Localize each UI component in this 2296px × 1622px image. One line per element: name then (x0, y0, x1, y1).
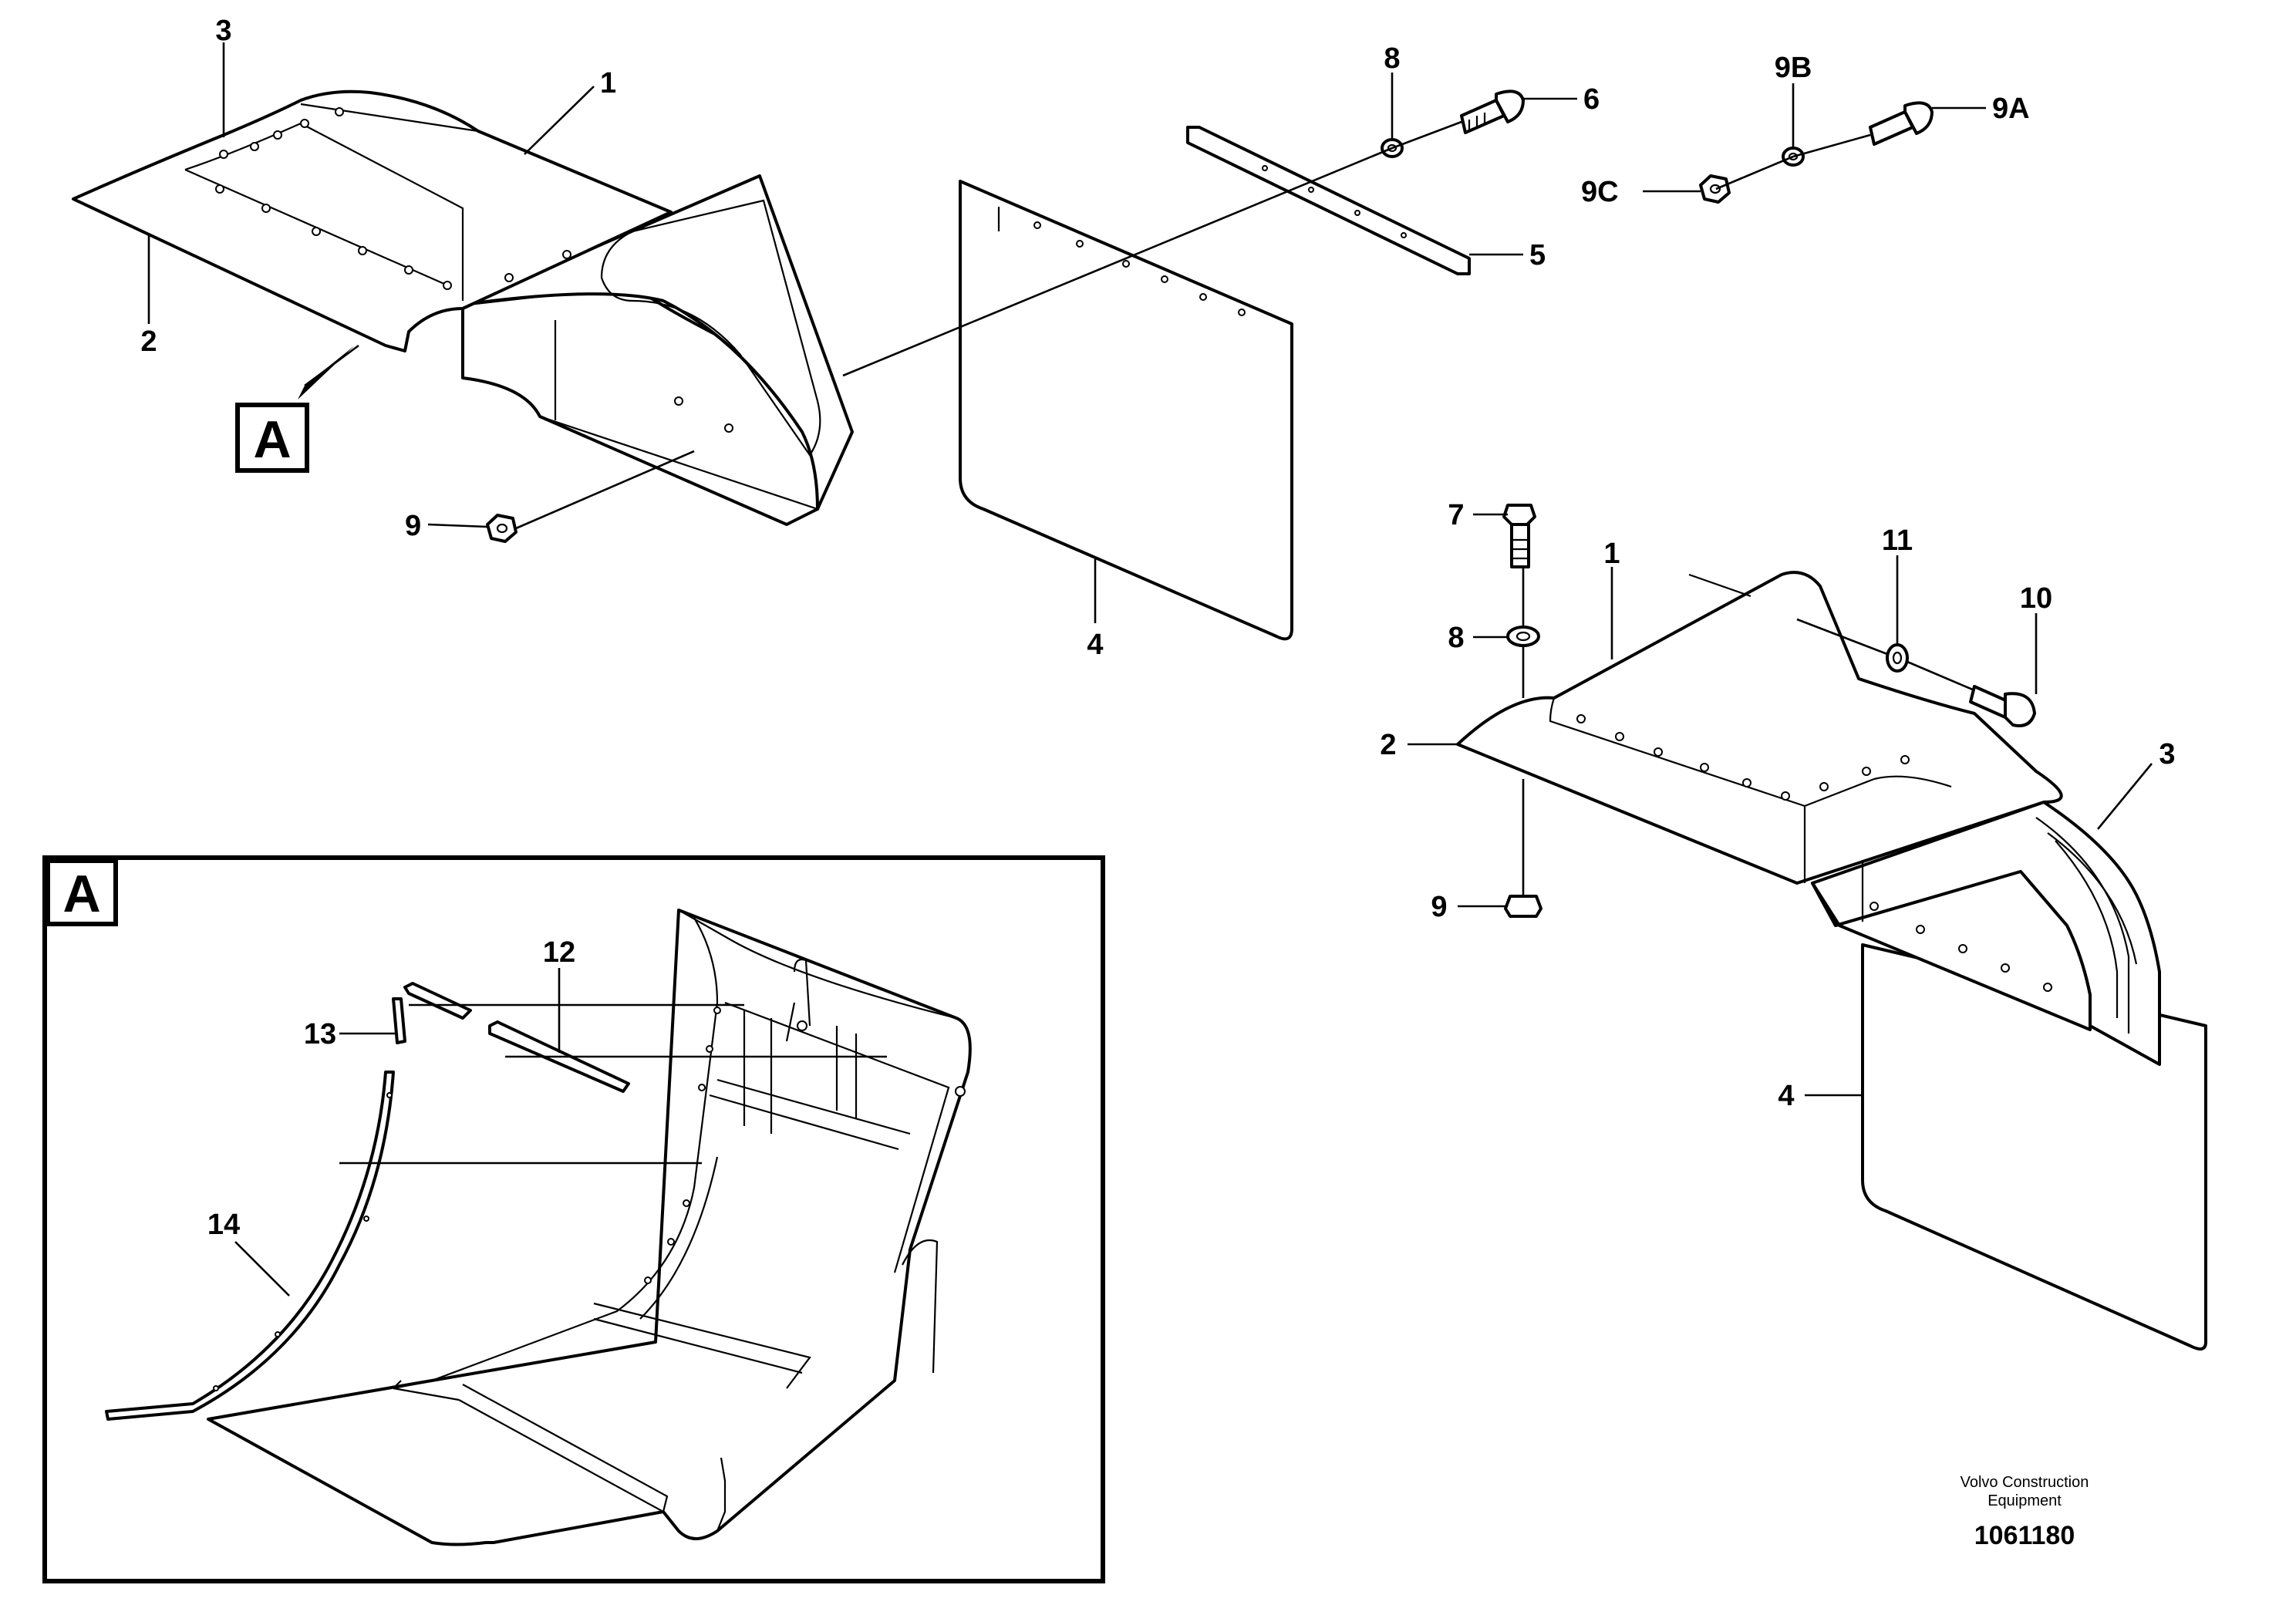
nut-9-left (486, 514, 518, 543)
brand-line-2: Equipment (1988, 1492, 2062, 1509)
bolt-6 (1460, 89, 1525, 134)
callout-1-right: 1 (1603, 538, 1620, 570)
footer: Volvo Construction Equipment 1061180 (1961, 1474, 2089, 1550)
washer-8-right (1506, 626, 1540, 647)
drawing-number: 1061180 (1974, 1521, 2075, 1550)
callout-7: 7 (1448, 499, 1464, 531)
callout-1-top: 1 (600, 67, 616, 99)
callout-13: 13 (304, 1018, 336, 1050)
clamping-strip (1186, 126, 1471, 275)
callout-9-right: 9 (1431, 891, 1447, 923)
callout-8-top: 8 (1384, 42, 1400, 75)
detail-a-marker-label: A (253, 410, 291, 469)
callouts-top-left: 3 1 2 9 4 8 6 5 9B 9A 9C (140, 15, 2029, 661)
bolt-10 (1969, 685, 2036, 727)
bolt-holes-right (1576, 714, 2052, 992)
callout-6: 6 (1583, 83, 1600, 116)
callouts-right: 7 1 11 10 8 2 3 9 4 (1380, 499, 2175, 1112)
washer-11 (1886, 643, 1909, 673)
callout-14: 14 (207, 1209, 240, 1241)
fender-assembly-right (1456, 571, 2207, 1351)
callout-4-right: 4 (1778, 1080, 1794, 1112)
callout-2-top: 2 (140, 325, 157, 358)
detail-a-box-label: A (62, 865, 100, 923)
callout-4-top: 4 (1087, 629, 1103, 661)
callout-9B: 9B (1775, 52, 1812, 84)
callout-9C: 9C (1581, 176, 1619, 208)
callout-3-top: 3 (215, 15, 231, 47)
detail-a-marker: A (235, 344, 359, 473)
callout-8-right: 8 (1448, 622, 1464, 654)
callout-10: 10 (2020, 582, 2052, 615)
callout-3-right: 3 (2159, 738, 2175, 771)
fender-assembly-left (72, 89, 854, 526)
brand-line-1: Volvo Construction (1961, 1474, 2089, 1491)
detail-a-box: A 12 13 14 (42, 855, 1105, 1583)
bolt-7 (1502, 504, 1536, 568)
mudflap-top (959, 180, 1293, 641)
callout-9A: 9A (1992, 93, 2030, 125)
callout-2-right: 2 (1380, 729, 1396, 761)
callout-9-left: 9 (405, 510, 421, 542)
nut-9C (1699, 174, 1731, 204)
callout-11: 11 (1882, 524, 1913, 557)
bolt-9A (1869, 101, 1934, 146)
bolt-holes-top-left (215, 107, 733, 433)
nut-9-right (1504, 895, 1542, 918)
callout-12: 12 (543, 936, 575, 969)
callout-5: 5 (1529, 239, 1546, 271)
